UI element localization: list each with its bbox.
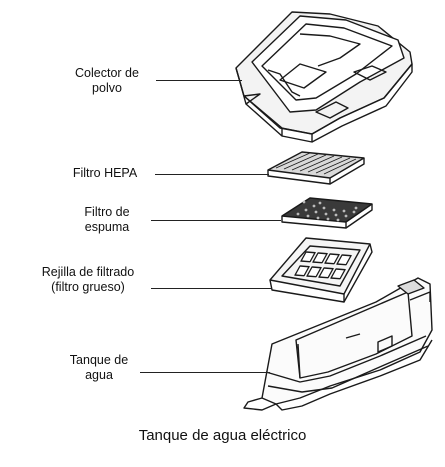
label-dust-collector-line2: polvo	[92, 81, 122, 95]
label-hepa-filter: Filtro HEPA	[50, 166, 160, 181]
diagram-caption: Tanque de agua eléctrico	[138, 427, 307, 444]
label-filter-grid: Rejilla de filtrado (filtro grueso)	[26, 265, 150, 295]
label-filter-grid-line1: Rejilla de filtrado	[41, 265, 135, 279]
dust-collector-drawing	[235, 11, 413, 143]
label-dust-collector-line1: Colector de	[75, 66, 139, 80]
foam-filter-drawing	[281, 197, 373, 229]
leader-dust-collector	[156, 80, 242, 81]
water-tank-drawing	[243, 277, 433, 411]
leader-water-tank	[140, 372, 270, 373]
label-foam-filter: Filtro de espuma	[52, 205, 162, 235]
label-water-tank-line2: agua	[85, 368, 113, 382]
label-foam-filter-line1: Filtro de	[84, 205, 130, 219]
label-foam-filter-line2: espuma	[84, 220, 130, 234]
leader-hepa-filter	[155, 174, 269, 175]
leader-foam-filter	[151, 220, 281, 221]
label-water-tank-line1: Tanque de	[69, 353, 129, 367]
label-dust-collector: Colector de polvo	[52, 66, 162, 96]
filter-grid-drawing	[269, 237, 373, 303]
leader-filter-grid	[151, 288, 271, 289]
label-water-tank: Tanque de agua	[44, 353, 154, 383]
label-filter-grid-line2: (filtro grueso)	[51, 280, 125, 294]
label-hepa-filter-line1: Filtro HEPA	[72, 166, 138, 180]
hepa-filter-drawing	[267, 151, 365, 185]
